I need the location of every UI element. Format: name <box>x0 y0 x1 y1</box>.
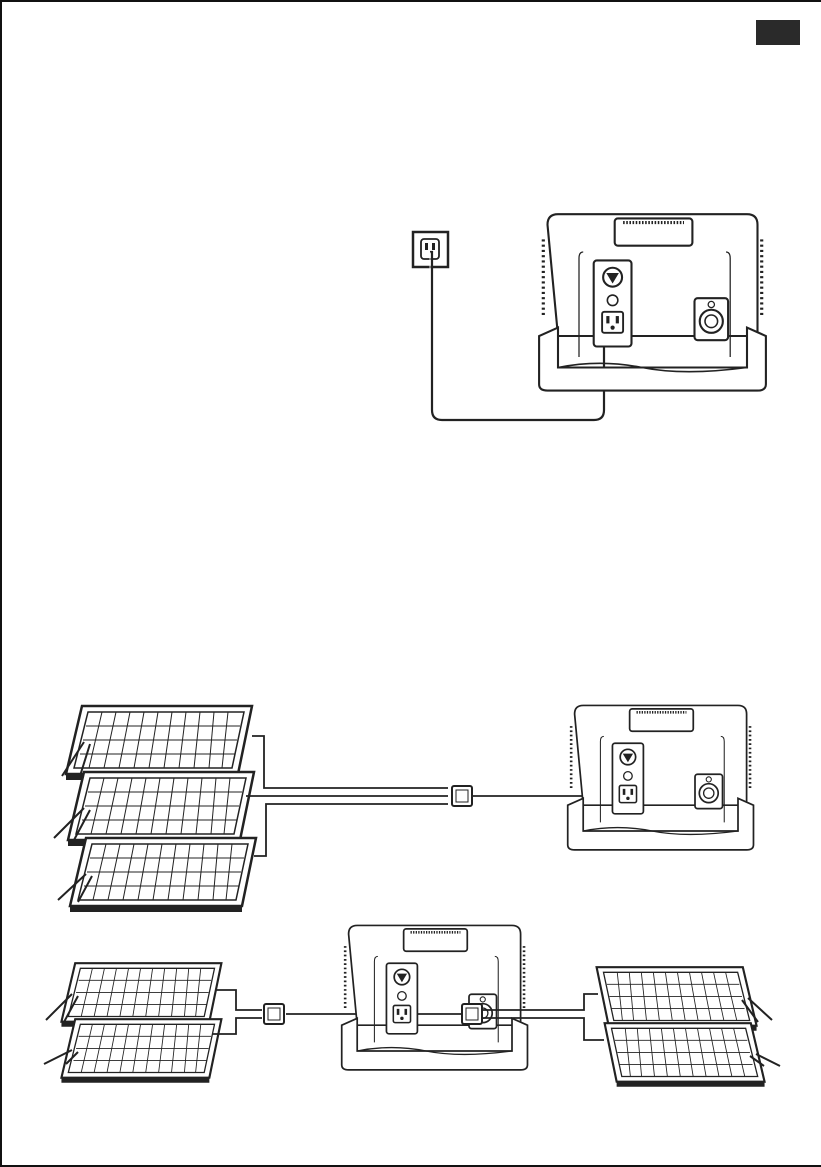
solar-panel <box>46 963 221 1027</box>
three-panel-solar-charging-figure <box>54 705 753 912</box>
power-station <box>539 214 766 390</box>
solar-panel <box>62 706 252 780</box>
combiner <box>264 1004 284 1024</box>
dual-input-solar-charging-figure <box>44 925 780 1086</box>
combiner <box>452 786 472 806</box>
solar-panel <box>597 967 772 1031</box>
solar-panel <box>54 772 254 846</box>
power-station <box>342 925 528 1069</box>
solar-cables <box>246 736 448 856</box>
solar-panel <box>605 1023 780 1087</box>
wall-outlet-icon <box>413 232 448 267</box>
power-station <box>568 705 754 849</box>
solar-panel <box>44 1019 221 1083</box>
wall-outlet-charging-figure <box>413 214 766 422</box>
combiner <box>462 1004 482 1024</box>
solar-panel <box>58 838 256 912</box>
